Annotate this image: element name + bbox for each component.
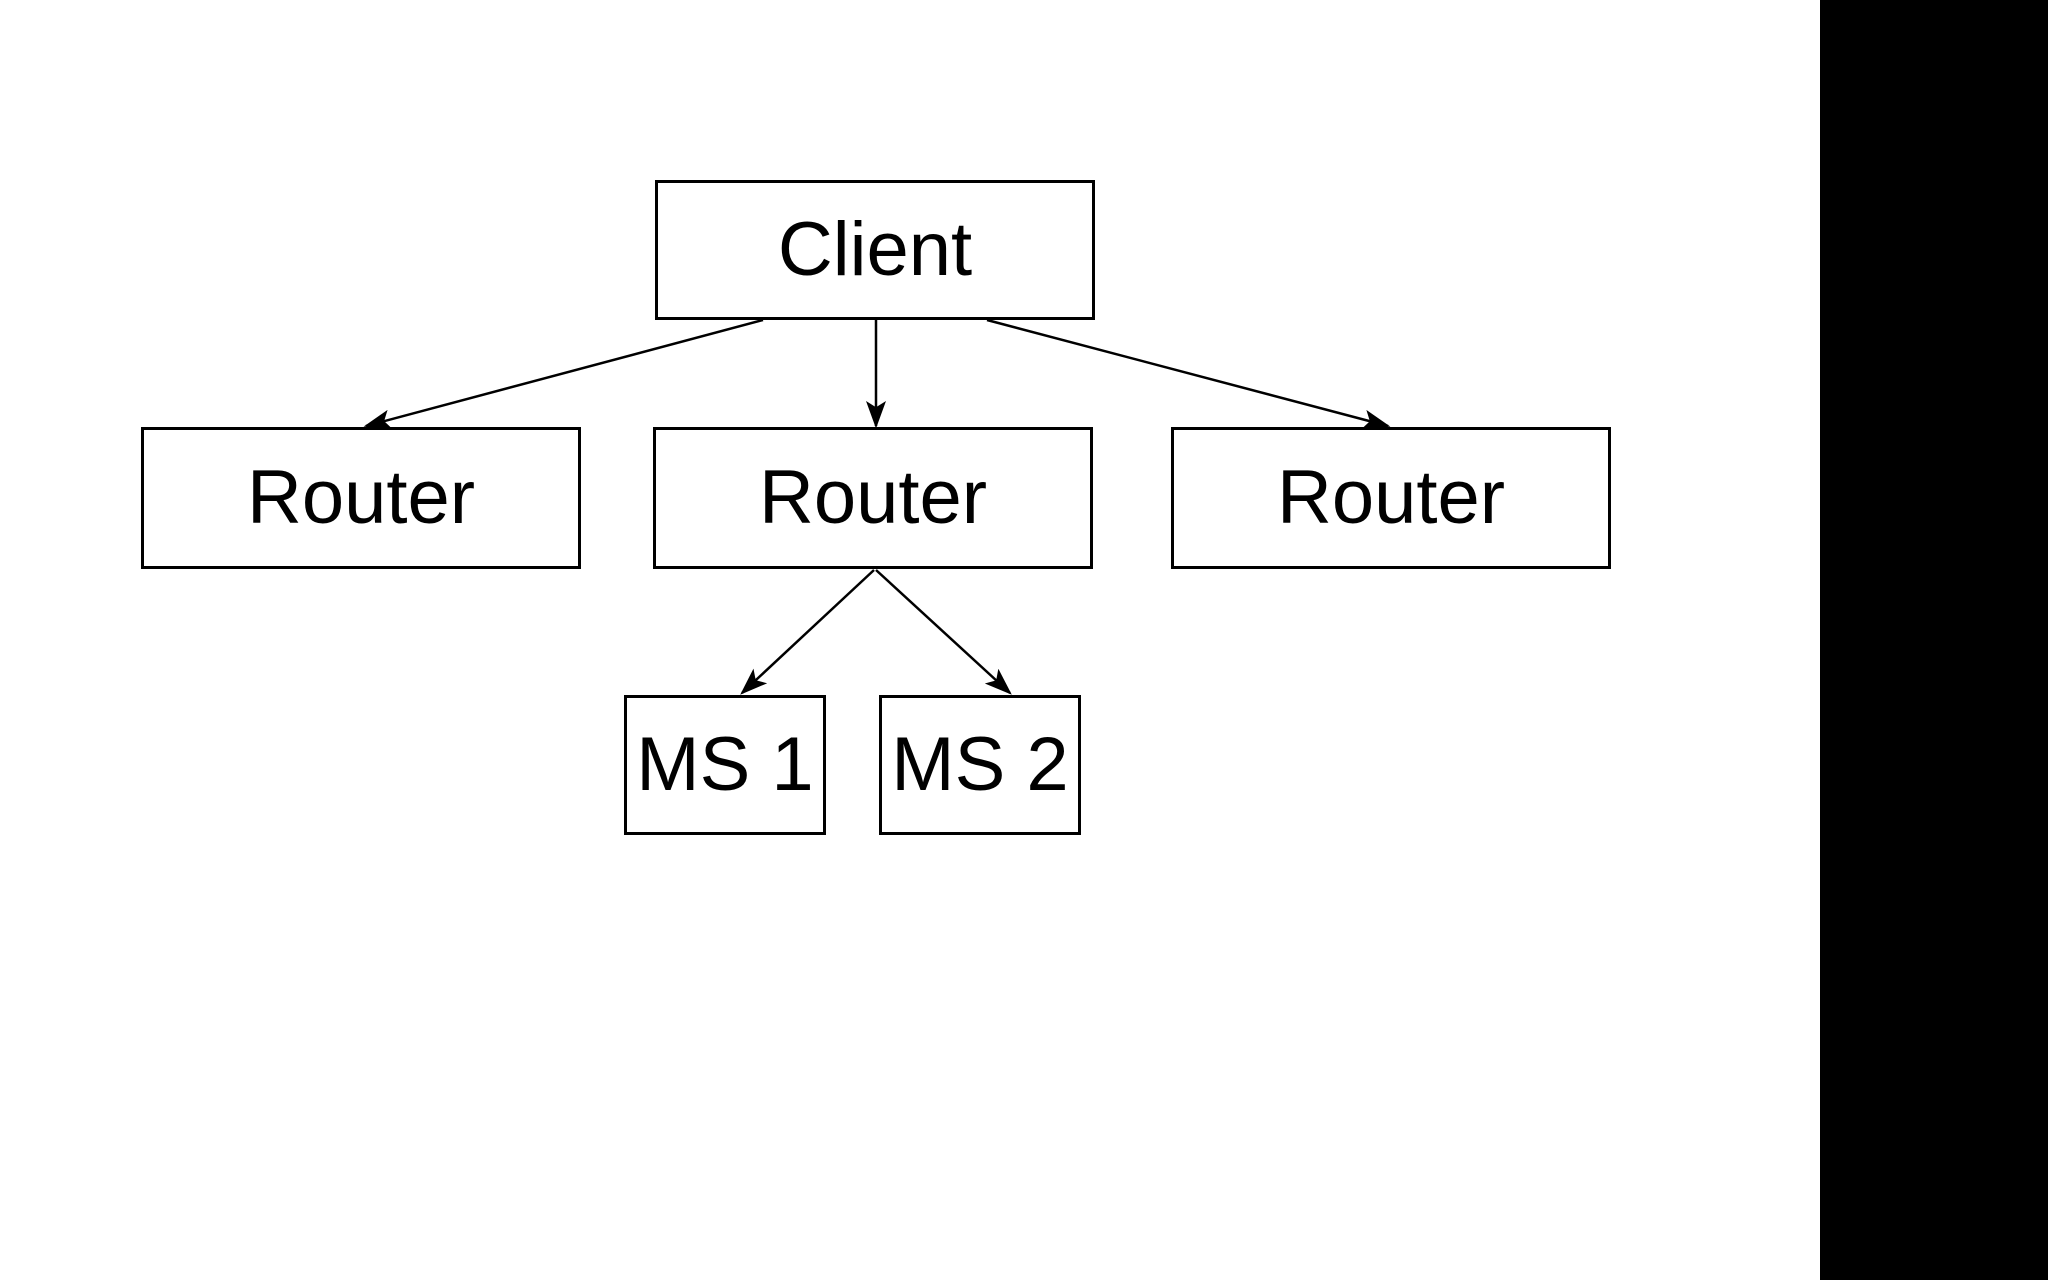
node-ms-1-label: MS 1 <box>636 722 814 807</box>
node-ms-2-label: MS 2 <box>891 722 1069 807</box>
node-client-label: Client <box>777 207 973 292</box>
letterbox-right <box>1820 0 2048 1280</box>
edge-router-to-ms-2 <box>875 569 1012 695</box>
node-ms-1[interactable]: MS 1 <box>624 695 826 835</box>
node-router-middle[interactable]: Router <box>653 427 1093 569</box>
node-router-right-label: Router <box>1276 455 1506 540</box>
node-router-left[interactable]: Router <box>141 427 581 569</box>
edge-client-to-router-3 <box>986 318 1391 430</box>
node-router-middle-label: Router <box>758 455 988 540</box>
edge-client-to-router-1 <box>363 318 764 430</box>
diagram-canvas: Client Router Router Router MS 1 MS 2 <box>141 180 1611 835</box>
node-router-left-label: Router <box>246 455 476 540</box>
node-ms-2[interactable]: MS 2 <box>879 695 1081 835</box>
edge-router-to-ms-1 <box>740 569 875 695</box>
node-router-right[interactable]: Router <box>1171 427 1611 569</box>
node-client[interactable]: Client <box>655 180 1095 320</box>
